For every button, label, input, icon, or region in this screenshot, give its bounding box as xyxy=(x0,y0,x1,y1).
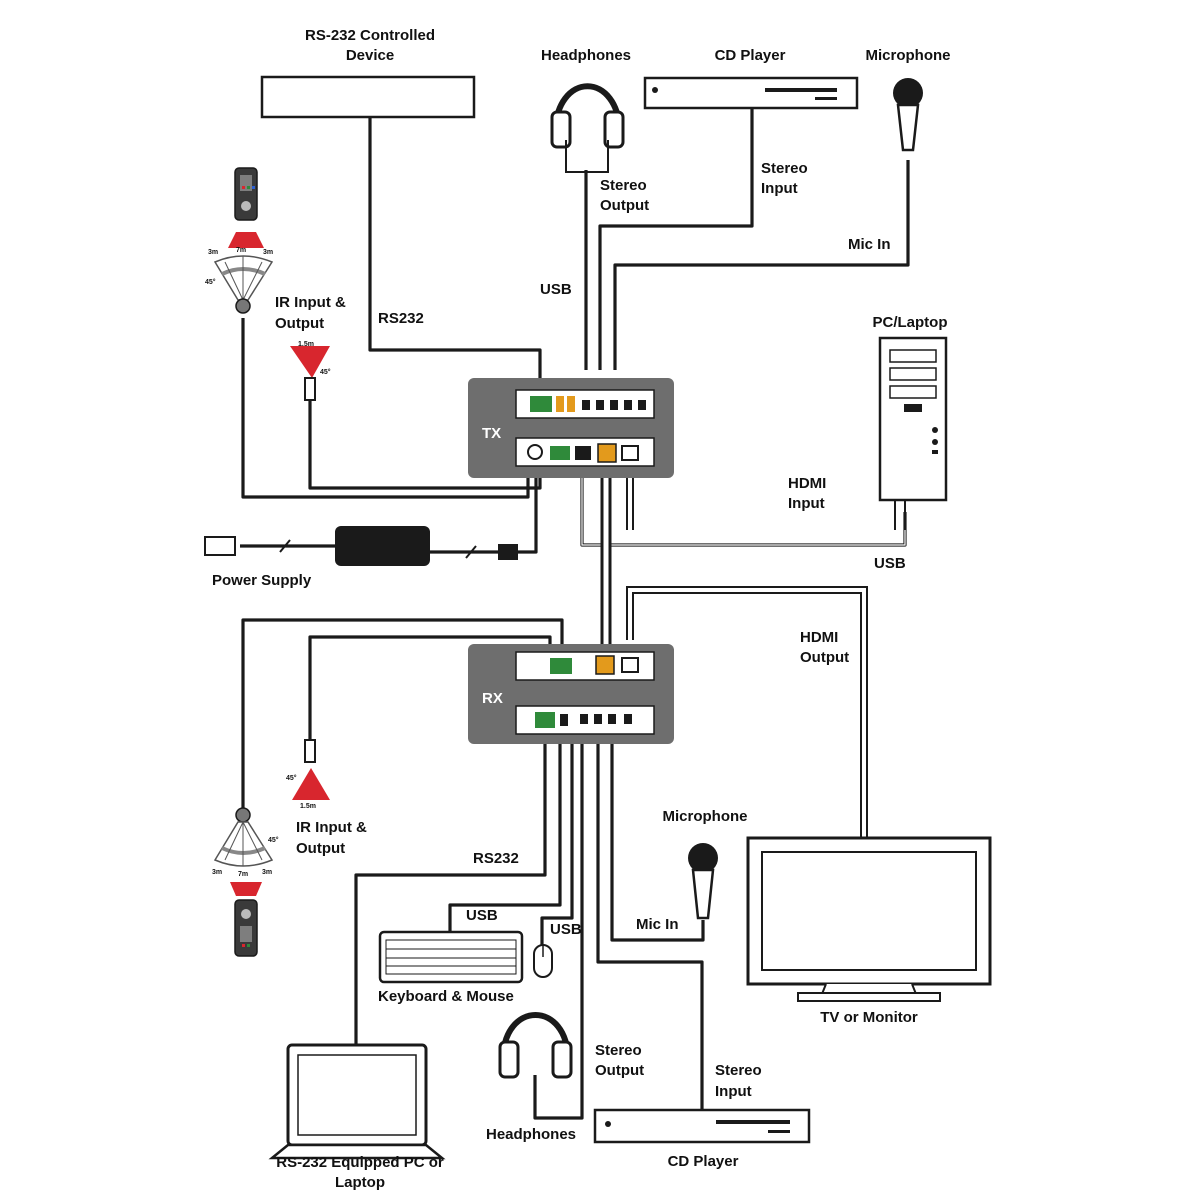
usb-top-label: USB xyxy=(540,281,572,298)
stereo-output-top-label-2: Output xyxy=(600,197,649,214)
rs232-device-label-2: Device xyxy=(346,47,394,64)
mouse-icon xyxy=(533,944,553,978)
ir-io-top-label-1: IR Input & xyxy=(275,294,346,311)
power-supply-label: Power Supply xyxy=(212,572,312,589)
remote-control-icon-bottom xyxy=(234,899,258,957)
mic-in-top-label: Mic In xyxy=(848,236,891,253)
stereo-input-top-label-2: Input xyxy=(761,180,798,197)
mic-in-bottom-label: Mic In xyxy=(636,916,679,933)
tv-monitor-icon xyxy=(746,836,992,1002)
ir-angle-top-4: 45° xyxy=(205,278,216,286)
stereo-output-top-label-1: Stereo xyxy=(600,177,647,194)
mic-cable-top xyxy=(613,160,910,370)
ir-emitter-cable-top xyxy=(308,398,542,490)
stereo-input-top-label-1: Stereo xyxy=(761,160,808,177)
headphones-icon-bottom xyxy=(498,1012,573,1079)
cd-player-icon-bottom xyxy=(593,1108,811,1144)
hdmi-output-label-1: HDMI xyxy=(800,629,838,646)
ir-emitter-bottom-label-2: 1.5m xyxy=(300,803,316,810)
hdmi-input-label-2: Input xyxy=(788,495,825,512)
cables xyxy=(240,108,910,1120)
pc-tower-icon xyxy=(878,336,948,530)
ir-receiver-icon-top xyxy=(213,255,274,314)
laptop-icon xyxy=(268,1043,446,1160)
ir-emitter-icon-top xyxy=(290,346,330,401)
ir-angle-bottom-1: 45° xyxy=(268,836,279,844)
usb-keyboard-label: USB xyxy=(466,907,498,924)
rs232-pc-label-1: RS-232 Equipped PC or xyxy=(276,1154,444,1171)
tv-monitor-label: TV or Monitor xyxy=(820,1009,918,1026)
usb-keyboard-cable xyxy=(448,740,562,932)
cd-player-top-label: CD Player xyxy=(715,47,786,64)
ir-angle-top-2: 7m xyxy=(236,247,246,254)
cd-player-icon xyxy=(643,76,859,110)
ir-emitter-top-label-1: 1.5m xyxy=(298,341,314,348)
microphone-bottom-label: Microphone xyxy=(663,808,748,825)
stereo-input-bottom-label-2: Input xyxy=(715,1083,752,1100)
rs232-device-label-1: RS-232 Controlled xyxy=(305,27,435,44)
ir-angle-bottom-4: 3m xyxy=(262,869,272,876)
headphones-cable-bottom xyxy=(533,740,584,1120)
ir-emitter-top-label-2: 45° xyxy=(320,368,331,376)
ir-angle-top-3: 3m xyxy=(263,249,273,256)
ir-signal-icon-top xyxy=(228,232,264,248)
usb-pc-label: USB xyxy=(874,555,906,572)
tx-unit xyxy=(468,378,674,478)
rs232-pc-label-2: Laptop xyxy=(335,1174,385,1191)
headphones-top-label: Headphones xyxy=(541,47,631,64)
cd-player-bottom-label: CD Player xyxy=(668,1153,739,1170)
usb-mouse-cable xyxy=(540,740,574,945)
rx-unit xyxy=(468,644,674,744)
hdmi-input-label-1: HDMI xyxy=(788,475,826,492)
tx-unit-label: TX xyxy=(482,425,501,442)
pc-laptop-label: PC/Laptop xyxy=(873,314,948,331)
ir-receiver-icon-bottom xyxy=(213,807,274,867)
ir-receiver-cable-bottom xyxy=(241,618,564,812)
headphones-bottom-label: Headphones xyxy=(486,1126,576,1143)
hdmi-output-label-2: Output xyxy=(800,649,849,666)
power-cable-dc xyxy=(430,470,538,554)
rs232-cable-bottom xyxy=(354,740,547,1045)
ir-angle-top-1: 3m xyxy=(208,249,218,256)
ir-emitter-icon-bottom xyxy=(292,739,330,800)
hdmi-output-cable-inner xyxy=(628,588,866,838)
ir-io-bottom-label-2: Output xyxy=(296,840,345,857)
ir-angle-bottom-3: 7m xyxy=(238,871,248,878)
rs232-controlled-device xyxy=(260,75,476,119)
microphone-icon xyxy=(893,78,923,152)
remote-control-icon-top xyxy=(234,167,258,221)
usb-mouse-label: USB xyxy=(550,921,582,938)
stereo-output-bottom-label-2: Output xyxy=(595,1062,644,1079)
rx-unit-label: RX xyxy=(482,690,503,707)
rs232-cable-top xyxy=(368,116,542,390)
headphones-icon xyxy=(550,83,625,173)
power-supply-icon xyxy=(204,526,518,566)
ir-angle-bottom-2: 3m xyxy=(212,869,222,876)
ir-io-bottom-label-1: IR Input & xyxy=(296,819,367,836)
microphone-top-label: Microphone xyxy=(866,47,951,64)
stereo-cable-bottom xyxy=(596,740,704,1110)
ir-io-top-label-2: Output xyxy=(275,315,324,332)
rs232-bottom-label: RS232 xyxy=(473,850,519,867)
keyboard-icon xyxy=(378,930,524,984)
stereo-output-bottom-label-1: Stereo xyxy=(595,1042,642,1059)
microphone-icon-bottom xyxy=(688,843,718,920)
stereo-input-cable-top xyxy=(598,108,754,370)
stereo-input-bottom-label-1: Stereo xyxy=(715,1062,762,1079)
ir-signal-icon-bottom xyxy=(230,882,262,896)
ir-receiver-cable-top xyxy=(241,318,530,499)
ir-emitter-bottom-label-1: 45° xyxy=(286,774,297,782)
keyboard-mouse-label: Keyboard & Mouse xyxy=(378,988,514,1005)
mic-cable-bottom xyxy=(610,740,705,942)
rs232-top-label: RS232 xyxy=(378,310,424,327)
